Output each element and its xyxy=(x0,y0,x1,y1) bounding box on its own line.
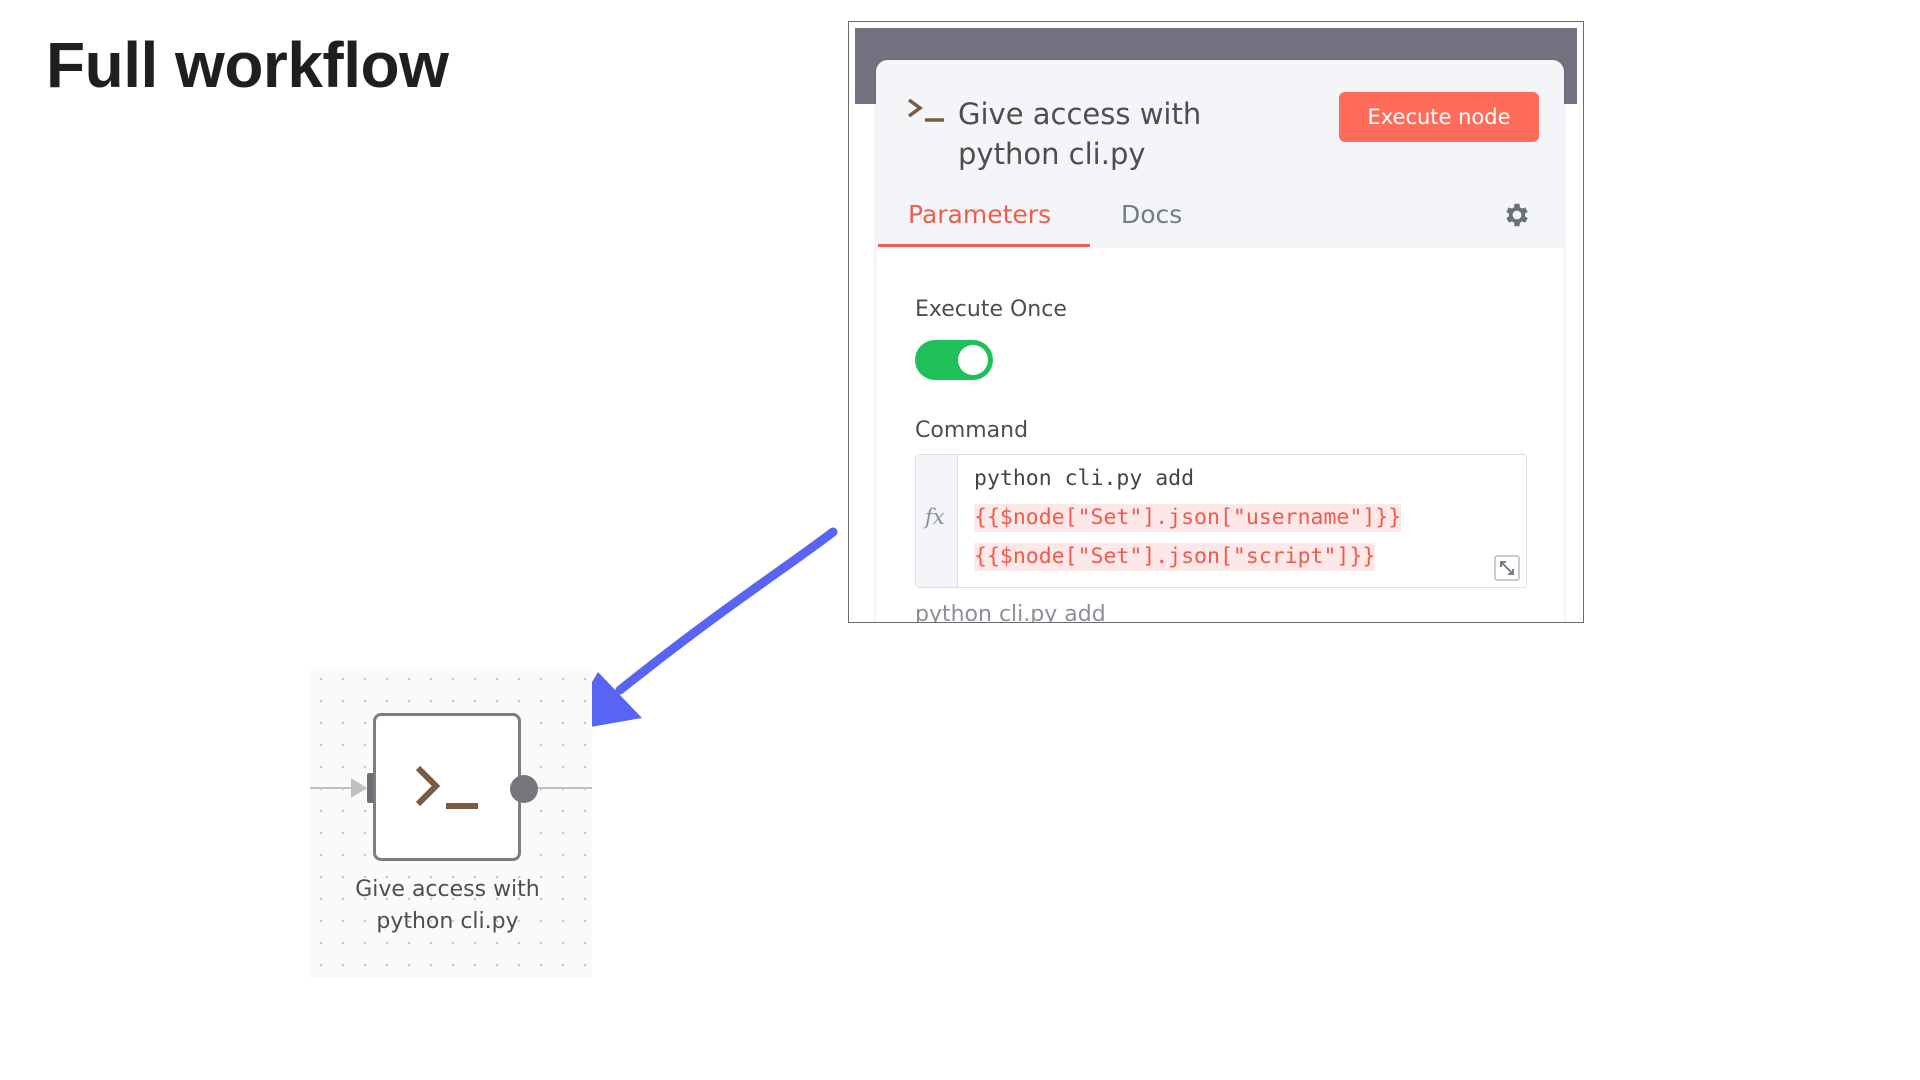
execute-once-label: Execute Once xyxy=(915,297,1067,322)
fx-icon: fx xyxy=(925,505,945,529)
terminal-icon xyxy=(907,98,944,122)
execute-once-toggle[interactable] xyxy=(915,340,993,380)
node-label-line-2: python cli.py xyxy=(376,909,519,934)
execute-node-button[interactable]: Execute node xyxy=(1339,92,1539,142)
tab-parameters[interactable]: Parameters xyxy=(908,200,1052,229)
tab-docs[interactable]: Docs xyxy=(1121,200,1183,229)
panel-card: Give access with python cli.py Execute n… xyxy=(876,60,1564,623)
command-line-3: {{$node["Set"].json["script"]}} xyxy=(974,543,1376,571)
incoming-connection xyxy=(310,787,360,789)
command-label: Command xyxy=(915,418,1029,443)
terminal-icon xyxy=(415,765,478,809)
command-preview: python cli.py add xyxy=(915,602,1106,623)
expand-icon[interactable] xyxy=(1494,555,1520,581)
node-input-port[interactable] xyxy=(367,773,377,803)
panel-title-line-1: Give access with xyxy=(958,97,1202,131)
toggle-knob xyxy=(958,345,988,375)
command-editor[interactable]: fx python cli.py add {{$node["Set"].json… xyxy=(915,454,1527,588)
callout-arrow-icon xyxy=(562,527,838,732)
command-line-1: python cli.py add xyxy=(974,466,1195,491)
gear-icon[interactable] xyxy=(1502,200,1532,230)
command-line-2: {{$node["Set"].json["username"]}} xyxy=(974,504,1402,532)
node-output-port[interactable] xyxy=(510,775,538,803)
node-details-panel: Give access with python cli.py Execute n… xyxy=(848,21,1584,623)
node-label: Give access with python cli.py xyxy=(330,874,565,938)
panel-title-line-2: python cli.py xyxy=(958,137,1146,171)
input-arrow-icon xyxy=(351,778,367,798)
slide-title: Full workflow xyxy=(46,29,449,101)
panel-header: Give access with python cli.py Execute n… xyxy=(876,60,1564,248)
active-tab-indicator xyxy=(878,244,1090,247)
panel-title: Give access with python cli.py xyxy=(958,94,1258,174)
node-label-line-1: Give access with xyxy=(355,877,540,902)
execute-command-node[interactable] xyxy=(373,713,521,861)
outgoing-connection xyxy=(536,787,592,789)
expression-gutter: fx xyxy=(916,455,958,587)
